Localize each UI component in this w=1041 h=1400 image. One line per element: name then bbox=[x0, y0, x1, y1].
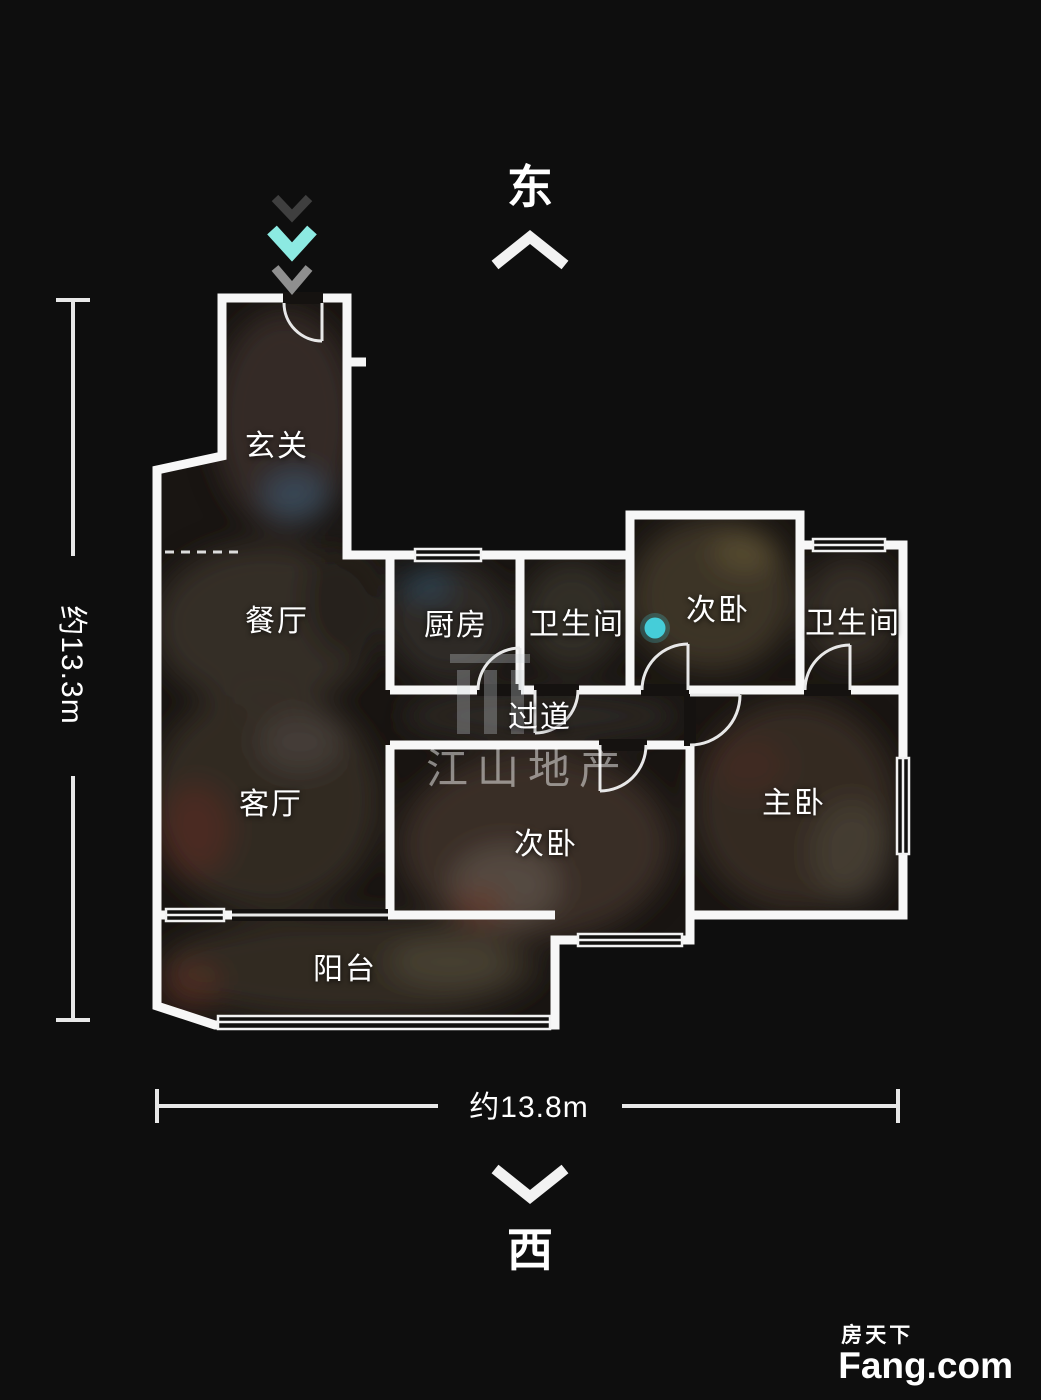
room-label-bedroom-bottom: 次卧 bbox=[514, 828, 578, 861]
room-label-living: 客厅 bbox=[239, 788, 303, 821]
panorama-point-icon[interactable] bbox=[640, 613, 670, 643]
fang-logo: 房天下 Fang.com bbox=[838, 1325, 1013, 1386]
door-swings bbox=[282, 302, 852, 793]
room-label-bedroom-top: 次卧 bbox=[686, 594, 750, 627]
room-label-bath-2: 卫生间 bbox=[805, 607, 901, 640]
room-label-corridor: 过道 bbox=[508, 701, 572, 734]
entrance-direction-icon bbox=[267, 194, 317, 295]
fang-logo-en: Fang.com bbox=[838, 1345, 1013, 1387]
wall-openings bbox=[232, 292, 851, 921]
dimension-lines bbox=[56, 298, 900, 1123]
room-label-bath-1: 卫生间 bbox=[529, 608, 625, 641]
room-label-balcony: 阳台 bbox=[313, 953, 377, 986]
watermark-text: 江山地产 bbox=[425, 745, 631, 793]
windows bbox=[164, 537, 911, 1031]
dimension-vertical-label: 约13.3m bbox=[55, 605, 88, 725]
compass-west-arrow-icon bbox=[491, 1164, 569, 1205]
room-label-entry: 玄关 bbox=[245, 430, 309, 463]
compass-east-label: 东 bbox=[507, 161, 555, 213]
watermark-icon bbox=[450, 654, 530, 734]
room-label-master: 主卧 bbox=[762, 787, 826, 820]
dimension-horizontal-label: 约13.8m bbox=[469, 1091, 589, 1124]
room-label-dining: 餐厅 bbox=[245, 605, 309, 638]
compass-east-arrow-icon bbox=[491, 229, 569, 270]
compass-west-label: 西 bbox=[507, 1224, 555, 1276]
room-textures bbox=[157, 310, 898, 1020]
fang-logo-cn: 房天下 bbox=[841, 1324, 914, 1348]
room-label-kitchen: 厨房 bbox=[424, 609, 488, 642]
